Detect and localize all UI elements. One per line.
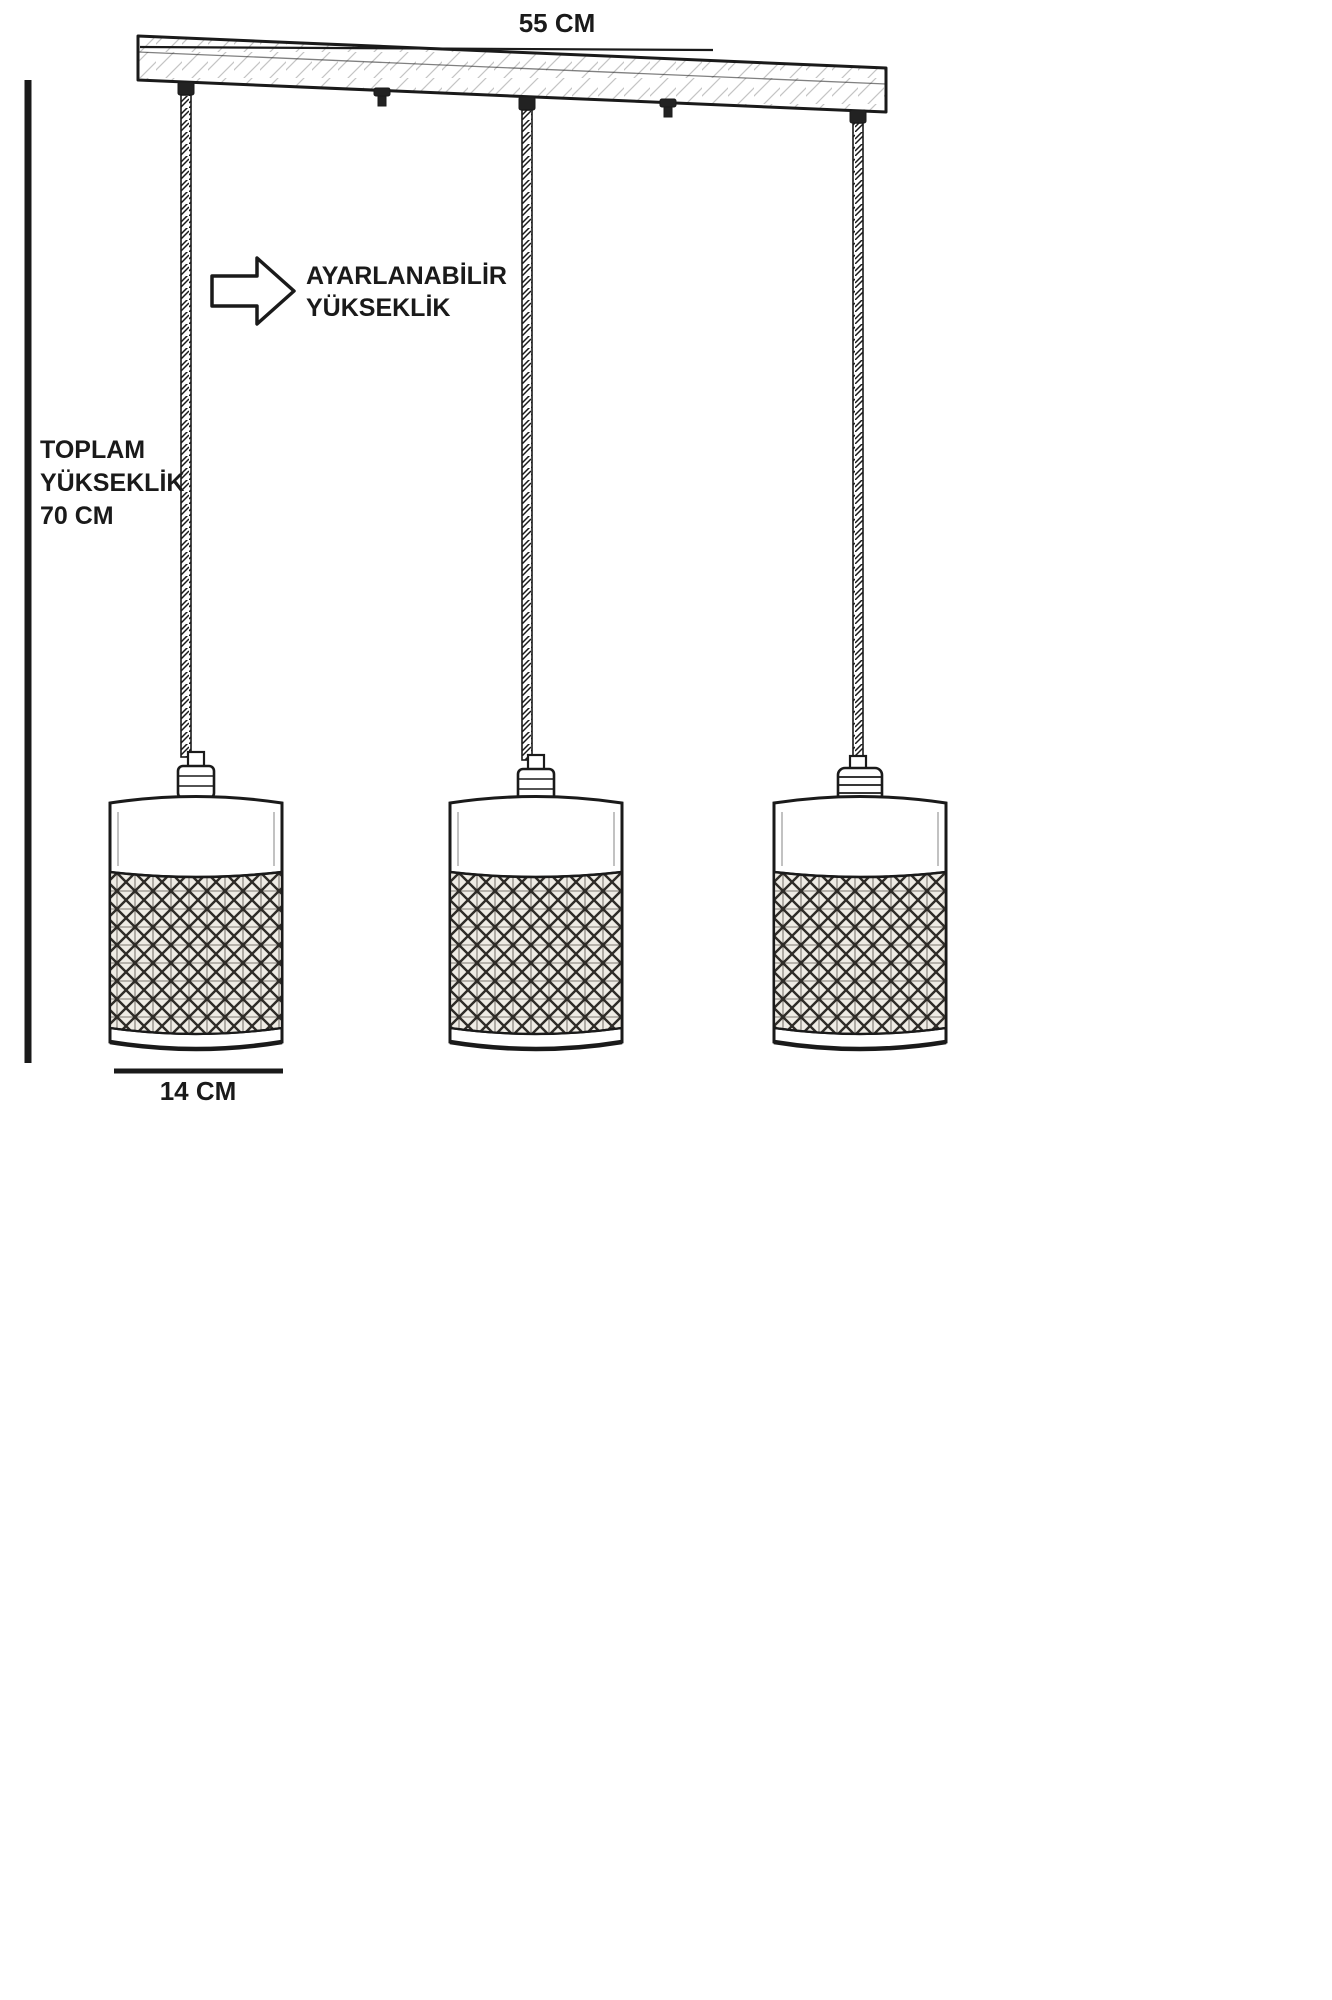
- socket-body: [176, 764, 216, 800]
- socket-threads: [839, 776, 881, 794]
- shade-rim-upper: [773, 1026, 947, 1036]
- ceiling-bar: [136, 34, 888, 114]
- shade-rim-bottom: [109, 1039, 283, 1052]
- socket-left: [176, 750, 216, 800]
- cord-fitting: [177, 81, 195, 96]
- shade-rim-bottom: [449, 1039, 623, 1052]
- width-dimension-line: [139, 45, 714, 52]
- pendant-shade-middle: [448, 795, 624, 1052]
- adjustable-label-1: AYARLANABİLİR: [306, 262, 507, 290]
- width-dimension: 55 CM: [139, 8, 714, 52]
- shade-rim-upper: [109, 1026, 283, 1036]
- cord-fitting: [518, 96, 536, 111]
- cord-line: [180, 94, 192, 758]
- screw-shaft-icon: [663, 106, 673, 118]
- cord-left: [177, 81, 195, 758]
- right-arrow-icon: [210, 256, 296, 326]
- width-dimension-label: 55 CM: [519, 8, 596, 38]
- shade-rim-upper: [449, 1026, 623, 1036]
- total-height-label-1: TOPLAM: [40, 436, 145, 464]
- pendant-shade-right: [772, 795, 948, 1052]
- socket-middle: [516, 753, 556, 803]
- screw-head-icon: [373, 87, 391, 97]
- shade-weave: [774, 870, 946, 1036]
- shade-shading: [781, 812, 939, 866]
- total-height-dimension: TOPLAM YÜKSEKLİK 70 CM: [24, 80, 184, 1063]
- shade-band-divider: [773, 870, 947, 879]
- adjustable-label-2: YÜKSEKLİK: [306, 293, 450, 322]
- bar-screw-left: [373, 87, 391, 107]
- cord-line: [521, 109, 533, 761]
- screw-shaft-icon: [377, 95, 387, 107]
- cord-middle: [518, 96, 536, 761]
- cord-right: [849, 109, 867, 761]
- shade-band-divider: [109, 870, 283, 879]
- total-height-label-3: 70 CM: [40, 502, 114, 530]
- total-height-label-2: YÜKSEKLİK: [40, 468, 184, 497]
- pendant-shade-left: [108, 795, 284, 1052]
- cord-line: [852, 122, 864, 761]
- ceiling-bar-edge-line: [137, 51, 887, 85]
- bar-screw-right: [659, 98, 677, 118]
- diameter-label: 14 CM: [160, 1076, 237, 1106]
- ceiling-bar-body: [136, 34, 888, 114]
- shade-shading: [117, 812, 275, 866]
- screw-head-icon: [659, 98, 677, 108]
- cord-fitting: [849, 109, 867, 124]
- shade-band-divider: [449, 870, 623, 879]
- shade-weave: [450, 870, 622, 1036]
- socket-threads: [179, 775, 213, 787]
- socket-threads: [519, 778, 553, 790]
- shade-shading: [457, 812, 615, 866]
- shade-weave: [110, 870, 282, 1036]
- diameter-dimension: 14 CM: [114, 1068, 283, 1106]
- adjustable-height-callout: AYARLANABİLİR YÜKSEKLİK: [210, 256, 507, 326]
- shade-rim-bottom: [773, 1039, 947, 1052]
